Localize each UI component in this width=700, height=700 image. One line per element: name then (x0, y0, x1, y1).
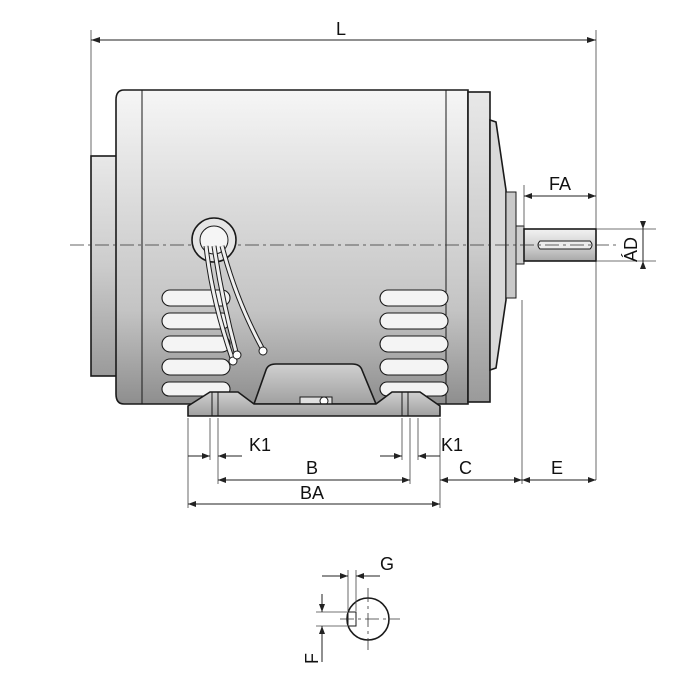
dimension-K1-left: K1 (188, 435, 271, 459)
dimension-AD: ÁD (596, 221, 656, 269)
mounting-base (187, 363, 441, 417)
label-K1-right: K1 (441, 435, 463, 455)
label-FA: FA (549, 174, 571, 194)
label-BA: BA (300, 483, 324, 503)
label-AD: ÁD (621, 237, 641, 262)
label-E: E (551, 458, 563, 478)
dimension-FA: FA (523, 174, 596, 228)
dimension-BA: BA (188, 483, 440, 507)
label-B: B (306, 458, 318, 478)
shaft (523, 228, 597, 262)
shaft-section-detail: G F (302, 554, 400, 664)
label-G: G (380, 554, 394, 574)
motor-body (115, 89, 491, 405)
dimension-E: E (522, 458, 596, 483)
label-L: L (336, 19, 346, 39)
cable-gland (191, 217, 268, 366)
label-F: F (302, 653, 322, 664)
label-C: C (459, 458, 472, 478)
lower-extension-lines (187, 300, 523, 508)
dimension-C: C (440, 458, 522, 483)
label-K1-left: K1 (249, 435, 271, 455)
dimension-K1-right: K1 (380, 435, 463, 459)
dimension-B: B (218, 458, 410, 483)
